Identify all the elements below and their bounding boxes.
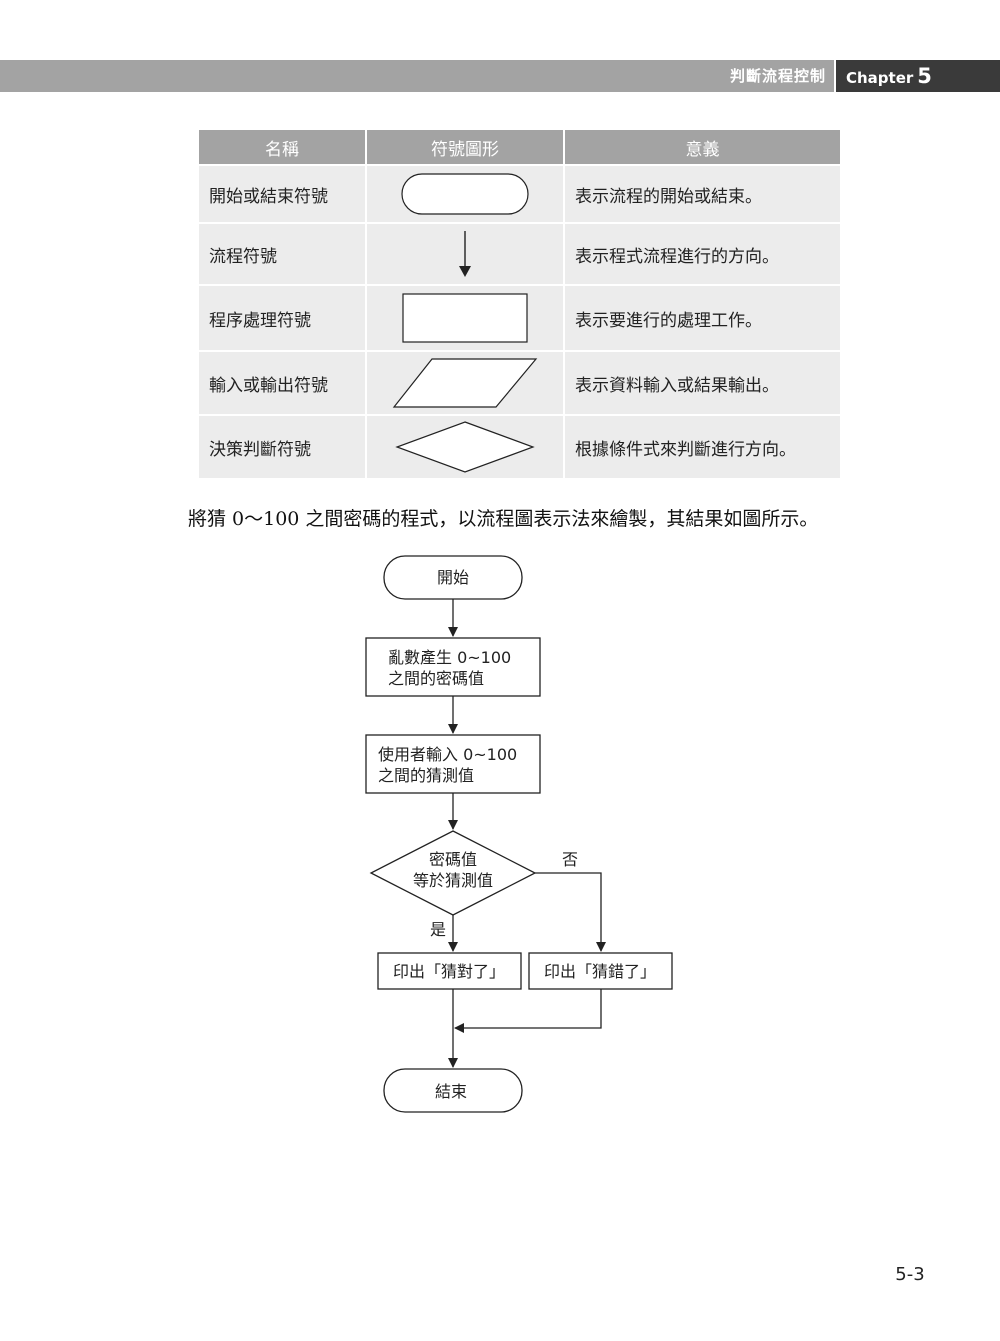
parallelogram-icon [392,358,538,408]
symbol-table: 名稱 符號圖形 意義 開始或結束符號 表示流程的開始或結束。 流程符號 表示程式… [197,128,842,480]
generate-secret-line2: 之間的密碼值 [388,669,484,688]
no-branch-label: 否 [562,850,578,869]
symbol-name: 開始或結束符號 [199,166,365,222]
decision-symbol-cell [367,416,563,478]
start-label: 開始 [437,568,469,587]
symbol-meaning: 表示程式流程進行的方向。 [565,224,840,284]
symbol-meaning: 表示資料輸入或結果輸出。 [565,352,840,414]
generate-secret-line1: 亂數產生 0~100 [388,648,511,667]
print-correct-label: 印出「猜對了」 [393,962,505,981]
intro-paragraph: 將猜 0～100 之間密碼的程式，以流程圖表示法來繪製，其結果如圖所示。 [188,508,819,530]
table-header-row: 名稱 符號圖形 意義 [199,130,840,164]
generate-secret-box [365,637,541,697]
table-row: 開始或結束符號 表示流程的開始或結束。 [199,166,840,222]
table-row: 決策判斷符號 根據條件式來判斷進行方向。 [199,416,840,478]
table-row: 流程符號 表示程式流程進行的方向。 [199,224,840,284]
print-correct-box [377,952,522,990]
print-wrong-box [528,952,673,990]
no-branch-connector [535,872,606,952]
diamond-icon [395,421,535,473]
decision-line2: 等於猜測值 [413,871,493,890]
chapter-number: 5 [917,64,932,88]
symbol-name: 流程符號 [199,224,365,284]
column-header-shape: 符號圖形 [367,130,563,164]
table-row: 程序處理符號 表示要進行的處理工作。 [199,286,840,350]
symbol-name: 輸入或輸出符號 [199,352,365,414]
decision-line1: 密碼值 [429,850,477,869]
merge-connector [454,989,602,1033]
table-row: 輸入或輸出符號 表示資料輸入或結果輸出。 [199,352,840,414]
user-input-box [365,734,541,794]
chapter-label: Chapter [846,69,914,87]
arrow-down-icon [459,231,471,277]
user-input-line2: 之間的猜測值 [378,766,474,785]
column-header-meaning: 意義 [565,130,840,164]
end-terminal [383,1068,523,1113]
rounded-rectangle-icon [401,173,529,215]
symbol-meaning: 根據條件式來判斷進行方向。 [565,416,840,478]
symbol-name: 程序處理符號 [199,286,365,350]
yes-branch-label: 是 [430,920,446,939]
terminal-symbol-cell [367,166,563,222]
symbol-name: 決策判斷符號 [199,416,365,478]
rectangle-icon [402,293,528,343]
page-number: 5-3 [895,1264,925,1285]
flow-symbol-cell [367,224,563,284]
end-label: 結束 [435,1082,467,1101]
column-header-name: 名稱 [199,130,365,164]
user-input-line1: 使用者輸入 0~100 [378,745,517,764]
io-symbol-cell [367,352,563,414]
symbol-meaning: 表示要進行的處理工作。 [565,286,840,350]
process-symbol-cell [367,286,563,350]
chapter-title: 判斷流程控制 [729,67,826,85]
symbol-meaning: 表示流程的開始或結束。 [565,166,840,222]
print-wrong-label: 印出「猜錯了」 [544,962,656,981]
